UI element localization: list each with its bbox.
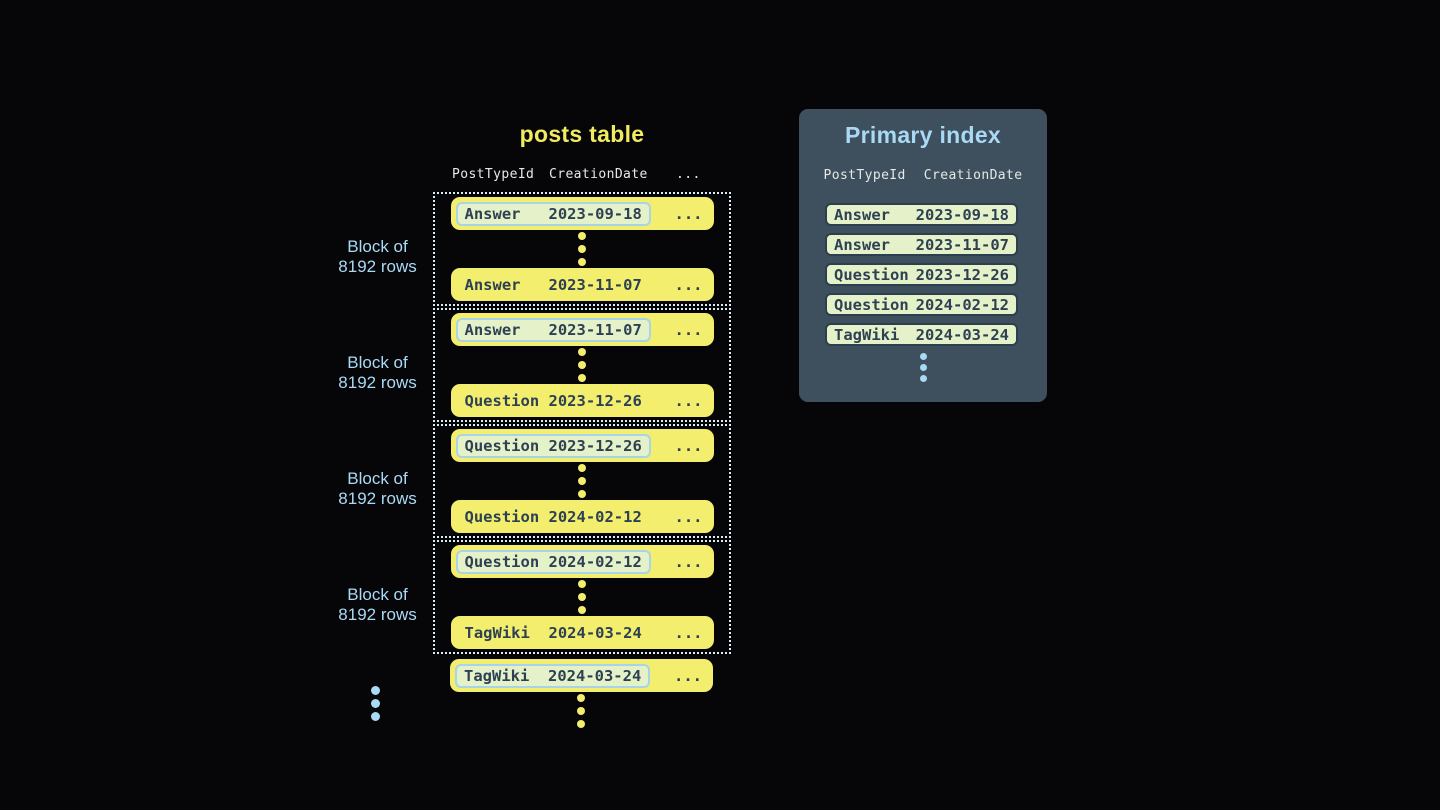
ellipsis-dot: [577, 707, 585, 715]
posts-row-block-last: Question 2024-02-12...: [450, 500, 714, 533]
ellipsis-dot: [371, 686, 380, 695]
ellipsis-dot: [578, 490, 586, 498]
indexed-key-cell: Question 2024-02-12: [455, 549, 651, 574]
index-row-date-cell: 2023-09-18: [915, 205, 1009, 224]
indexed-key-cell: TagWiki 2024-03-24: [455, 663, 651, 688]
in-block-ellipsis-dots: [578, 232, 586, 266]
in-block-ellipsis-dots: [578, 580, 586, 614]
posts-overflow-row-slot: TagWiki 2024-03-24...: [450, 659, 713, 692]
indexed-key-cell: Question 2023-12-26: [455, 433, 651, 458]
block-size-label-line2: 8192 rows: [338, 605, 417, 624]
row-more-columns-ellipsis: ...: [674, 666, 702, 685]
indexed-key-cell: Answer 2023-09-18: [455, 201, 651, 226]
more-blocks-ellipsis-dots: [371, 686, 380, 721]
index-row-type-cell: Question: [834, 295, 909, 314]
blue-ellipsis-dots: [371, 686, 380, 721]
block-size-label-line2: 8192 rows: [338, 489, 417, 508]
row-key-cell: Question 2023-12-26: [464, 391, 642, 410]
block-size-label-line1: Block of: [347, 585, 408, 604]
ellipsis-dot: [578, 374, 586, 382]
posts-row-block-last: TagWiki 2024-03-24...: [450, 616, 714, 649]
ellipsis-dot: [578, 348, 586, 356]
index-row-type-cell: Answer: [834, 235, 890, 254]
block-size-label-line1: Block of: [347, 237, 408, 256]
row-key-cell: Question 2024-02-12: [464, 507, 642, 526]
index-row-date-cell: 2023-12-26: [915, 265, 1009, 284]
row-more-columns-ellipsis: ...: [674, 623, 703, 642]
posts-row-block-first: Question 2023-12-26...: [450, 429, 714, 462]
row-more-columns-ellipsis: ...: [674, 391, 703, 410]
index-header-posttypeid: PostTypeId: [823, 168, 906, 183]
ellipsis-dot: [578, 580, 586, 588]
ellipsis-dot: [371, 712, 380, 721]
posts-header-creationdate: CreationDate: [549, 167, 648, 182]
ellipsis-dot: [919, 353, 927, 360]
block-size-label-line1: Block of: [347, 469, 408, 488]
primary-index-title: Primary index: [844, 122, 1002, 148]
index-row-date-cell: 2024-02-12: [915, 295, 1009, 314]
posts-row-block-first: Question 2024-02-12...: [450, 545, 714, 578]
index-row-type-cell: TagWiki: [834, 325, 900, 344]
index-row-type-cell: Question: [834, 265, 909, 284]
ellipsis-dot: [578, 361, 586, 369]
ellipsis-dot: [578, 232, 586, 240]
row-more-columns-ellipsis: ...: [674, 204, 703, 223]
posts-header-more-columns-ellipsis: ...: [676, 167, 701, 182]
primary-index-panel: Primary index PostTypeId CreationDate An…: [799, 109, 1047, 402]
posts-header-posttypeid: PostTypeId: [452, 167, 535, 182]
ellipsis-dot: [371, 699, 380, 708]
ellipsis-dot: [578, 593, 586, 601]
ellipsis-dot: [919, 375, 927, 382]
index-row-2: Answer 2023-11-07: [825, 233, 1018, 256]
index-more-rows-ellipsis-dots: [799, 353, 1047, 382]
in-block-ellipsis-dots: [578, 348, 586, 382]
posts-row-block-last: Question 2023-12-26...: [450, 384, 714, 417]
index-header-creationdate: CreationDate: [923, 168, 1023, 183]
row-more-columns-ellipsis: ...: [674, 507, 703, 526]
index-row-4: Question 2024-02-12: [825, 293, 1018, 316]
row-key-cell: Answer 2023-11-07: [464, 275, 642, 294]
ellipsis-dot: [578, 606, 586, 614]
index-row-1: Answer 2023-09-18: [825, 203, 1018, 226]
row-more-columns-ellipsis: ...: [674, 320, 703, 339]
row-more-columns-ellipsis: ...: [674, 275, 703, 294]
row-more-columns-ellipsis: ...: [674, 552, 703, 571]
index-row-3: Question 2023-12-26: [825, 263, 1018, 286]
ellipsis-dot: [578, 477, 586, 485]
index-row-date-cell: 2024-03-24: [915, 325, 1009, 344]
posts-row-block-first: Answer 2023-09-18...: [450, 197, 714, 230]
more-rows-ellipsis-dots: [577, 694, 585, 728]
ellipsis-dot: [577, 720, 585, 728]
posts-row-block-last: Answer 2023-11-07...: [450, 268, 714, 301]
index-row-type-cell: Answer: [834, 205, 890, 224]
index-row-5: TagWiki 2024-03-24: [825, 323, 1018, 346]
posts-table-title: posts table: [519, 121, 645, 147]
ellipsis-dot: [578, 464, 586, 472]
ellipsis-dot: [577, 694, 585, 702]
indexed-key-cell: Answer 2023-11-07: [455, 317, 651, 342]
ellipsis-dot: [578, 258, 586, 266]
posts-row-block-first: Answer 2023-11-07...: [450, 313, 714, 346]
index-row-date-cell: 2023-11-07: [915, 235, 1009, 254]
primary-index-header-row: PostTypeId CreationDate: [799, 168, 1047, 183]
block-size-label-line1: Block of: [347, 353, 408, 372]
ellipsis-dot: [919, 364, 927, 371]
block-size-label-line2: 8192 rows: [338, 257, 417, 276]
posts-row-overflow: TagWiki 2024-03-24...: [450, 659, 713, 692]
yellow-ellipsis-dots: [577, 694, 585, 728]
in-block-ellipsis-dots: [578, 464, 586, 498]
block-size-label-line2: 8192 rows: [338, 373, 417, 392]
ellipsis-dot: [578, 245, 586, 253]
row-key-cell: TagWiki 2024-03-24: [464, 623, 642, 642]
row-more-columns-ellipsis: ...: [674, 436, 703, 455]
index-ellipsis-dots: [919, 353, 927, 382]
